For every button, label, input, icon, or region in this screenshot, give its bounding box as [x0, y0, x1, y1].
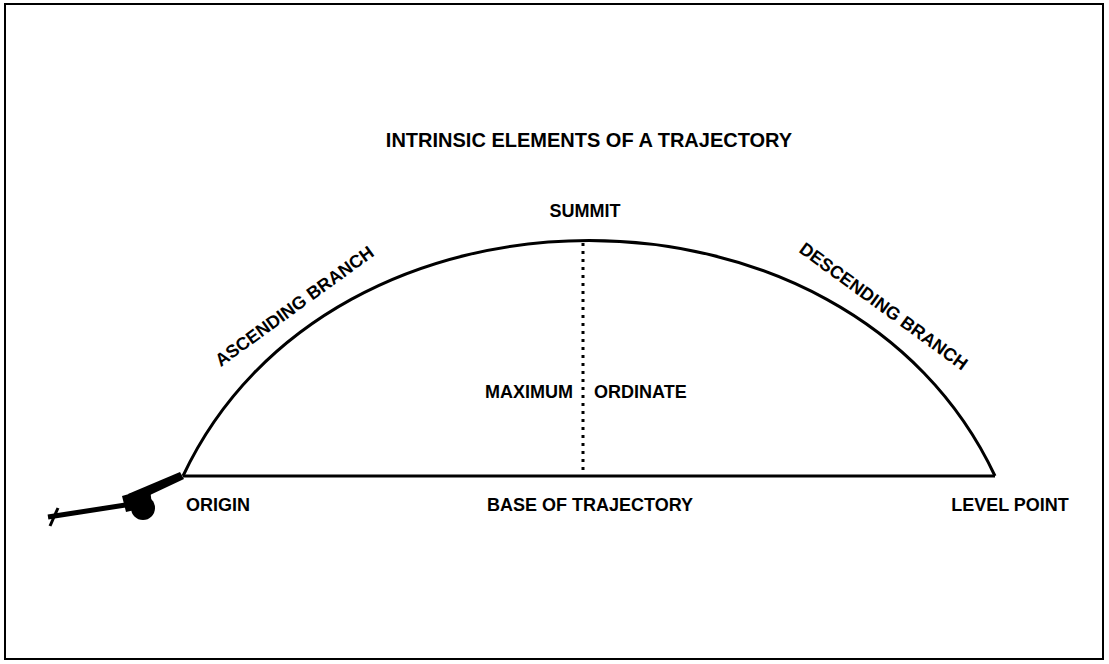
base-label: BASE OF TRAJECTORY [487, 496, 693, 516]
frame-border [5, 4, 1103, 659]
cannon-spade [50, 508, 58, 526]
maximum-ordinate-line [582, 243, 585, 474]
branch-label: ASCENDING BRANCH [212, 243, 378, 371]
trajectory-arc [183, 241, 995, 477]
cannon-trail [48, 504, 132, 517]
cannon-symbol [48, 472, 184, 526]
diagram-title: INTRINSIC ELEMENTS OF A TRAJECTORY [386, 129, 792, 151]
base-line [183, 475, 995, 478]
ordinate-label: MAXIMUM [485, 383, 573, 403]
point-label: LEVEL POINT [951, 496, 1069, 516]
summit-label: SUMMIT [550, 202, 621, 222]
point-label: ORIGIN [186, 496, 250, 516]
cannon-wheel [131, 496, 155, 520]
ordinate-label: ORDINATE [594, 383, 687, 403]
branch-label: DESCENDING BRANCH [795, 239, 971, 374]
